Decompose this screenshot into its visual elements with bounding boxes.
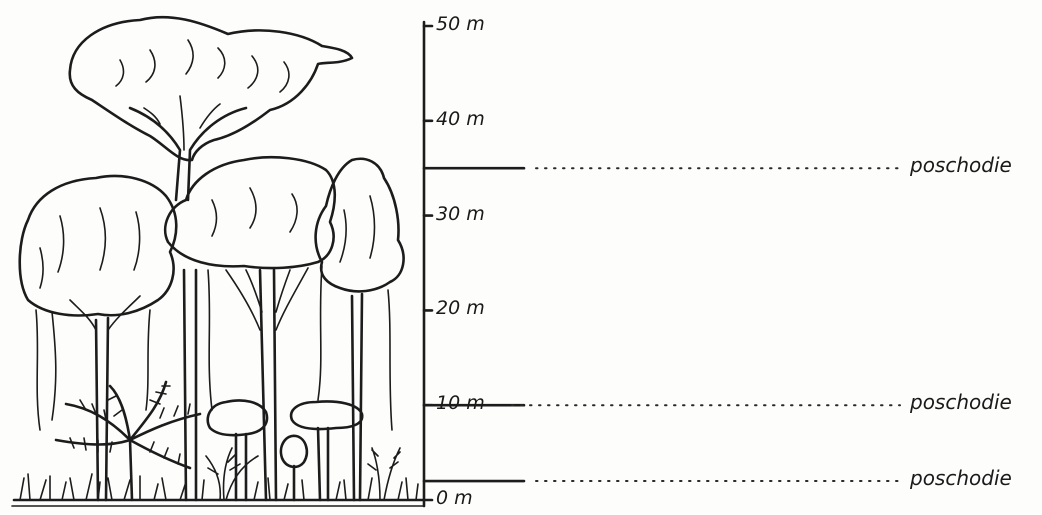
layer-label: poschodie bbox=[910, 468, 1012, 488]
middle-canopy-tree bbox=[165, 157, 335, 500]
layer-label: poschodie bbox=[910, 392, 1012, 412]
scale-tick-label: 30 m bbox=[436, 205, 485, 224]
scale-tick-label: 20 m bbox=[436, 299, 485, 318]
scale-tick-label: 50 m bbox=[436, 15, 485, 34]
height-scale-axis bbox=[424, 22, 900, 506]
scale-tick-label: 0 m bbox=[436, 489, 473, 508]
layer-label: poschodie bbox=[910, 155, 1012, 175]
palm-fern bbox=[56, 382, 200, 500]
scale-tick-label: 40 m bbox=[436, 110, 485, 129]
scale-tick-label: 10 m bbox=[436, 394, 485, 413]
